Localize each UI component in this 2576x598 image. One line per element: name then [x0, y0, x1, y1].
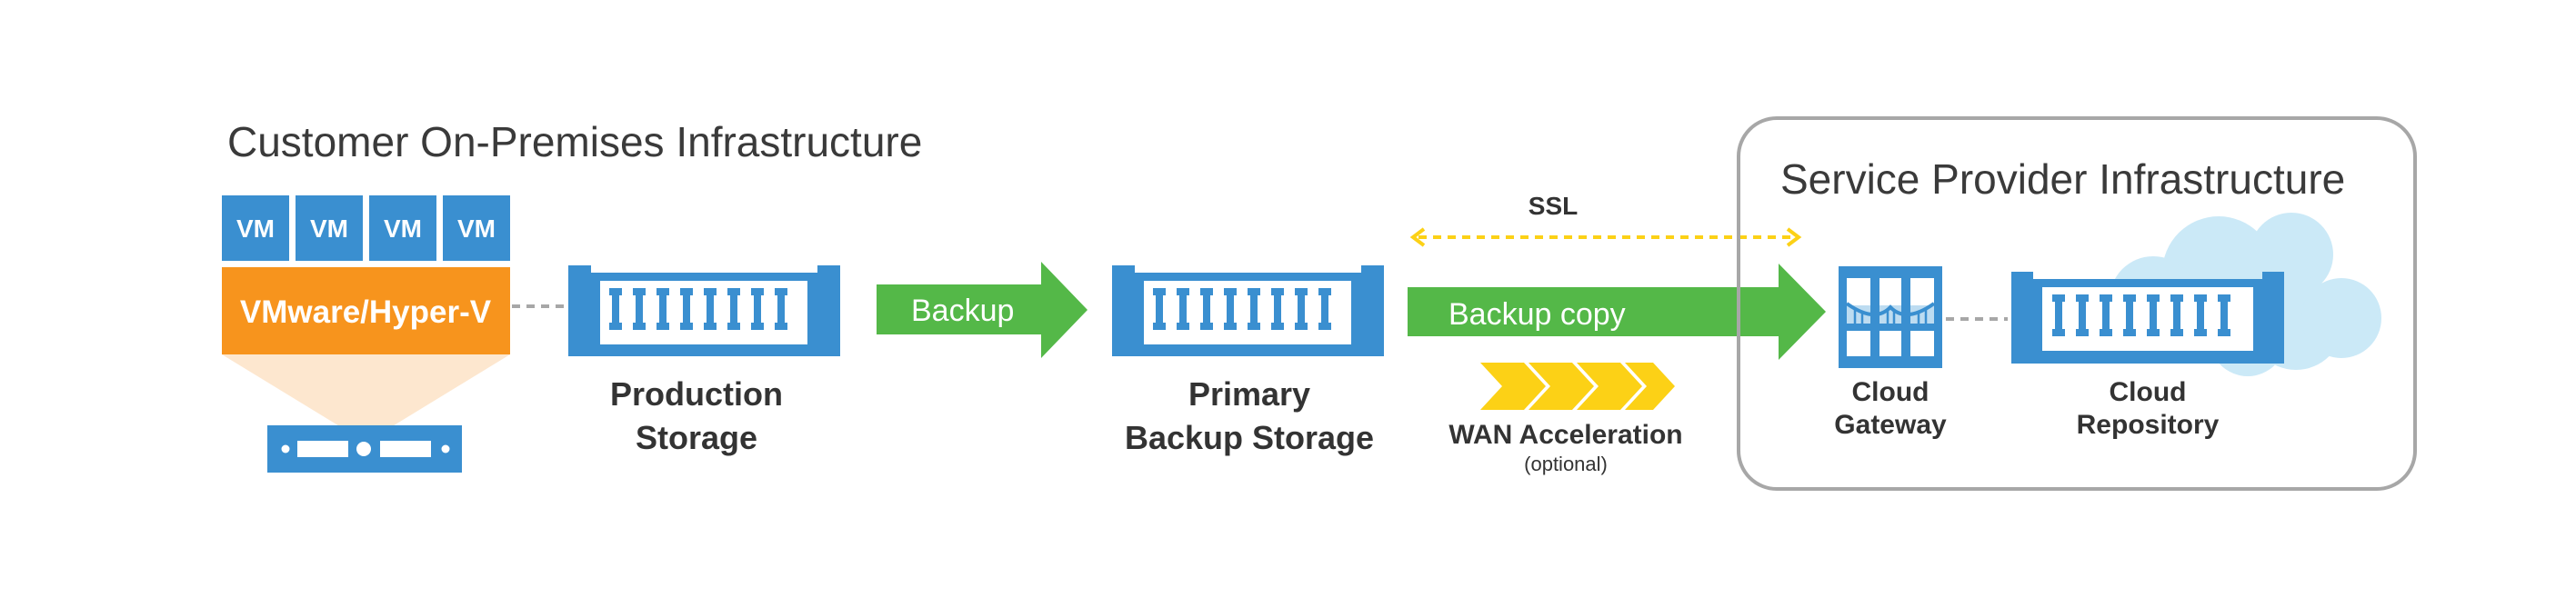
host-projection: [222, 354, 510, 427]
backup-copy-arrow: Backup copy: [1408, 264, 1826, 360]
primary-backup-storage-label-line1: Primary: [1188, 375, 1310, 413]
vm-tiles: VM VM VM VM: [222, 195, 510, 261]
primary-backup-storage-label-line2: Backup Storage: [1125, 419, 1374, 456]
host-server-icon: [267, 425, 462, 473]
vm-tile: VM: [296, 195, 363, 261]
ssl-double-arrow: [1409, 227, 1802, 247]
wan-acceleration-note: (optional): [1524, 453, 1608, 475]
backup-copy-arrow-label: Backup copy: [1448, 297, 1626, 332]
wan-acceleration-label: WAN Acceleration: [1448, 420, 1682, 450]
vm-label: VM: [236, 214, 275, 243]
hypervisor-label: VMware/Hyper-V: [240, 294, 492, 330]
service-provider-title: Service Provider Infrastructure: [1780, 155, 2345, 203]
production-storage-label-line1: Production: [610, 375, 783, 413]
vm-tile: VM: [222, 195, 289, 261]
backup-arrow: Backup: [877, 262, 1088, 358]
vm-tile: VM: [443, 195, 510, 261]
vm-tile: VM: [369, 195, 436, 261]
customer-infrastructure-title: Customer On-Premises Infrastructure: [227, 118, 922, 165]
backup-arrow-label: Backup: [911, 294, 1014, 328]
vm-label: VM: [310, 214, 348, 243]
vm-label: VM: [457, 214, 496, 243]
cloud-gateway-icon: [1839, 266, 1942, 368]
production-storage-icon: [568, 265, 840, 356]
hypervisor-block: VMware/Hyper-V: [222, 267, 510, 354]
primary-backup-storage-icon: [1112, 265, 1384, 356]
production-storage-label-line2: Storage: [636, 419, 757, 456]
cloud-repository-label-line1: Cloud: [2110, 377, 2187, 407]
wan-acceleration-icon: [1480, 363, 1675, 410]
vm-label: VM: [384, 214, 422, 243]
cloud-repository-label-line2: Repository: [2077, 410, 2220, 440]
cloud-gateway-label-line1: Cloud: [1852, 377, 1929, 407]
service-provider-frame: [1737, 116, 2417, 491]
cloud-gateway-label-line2: Gateway: [1834, 410, 1947, 440]
cloud-repository-icon: [2011, 272, 2284, 364]
ssl-label: SSL: [1529, 192, 1578, 220]
